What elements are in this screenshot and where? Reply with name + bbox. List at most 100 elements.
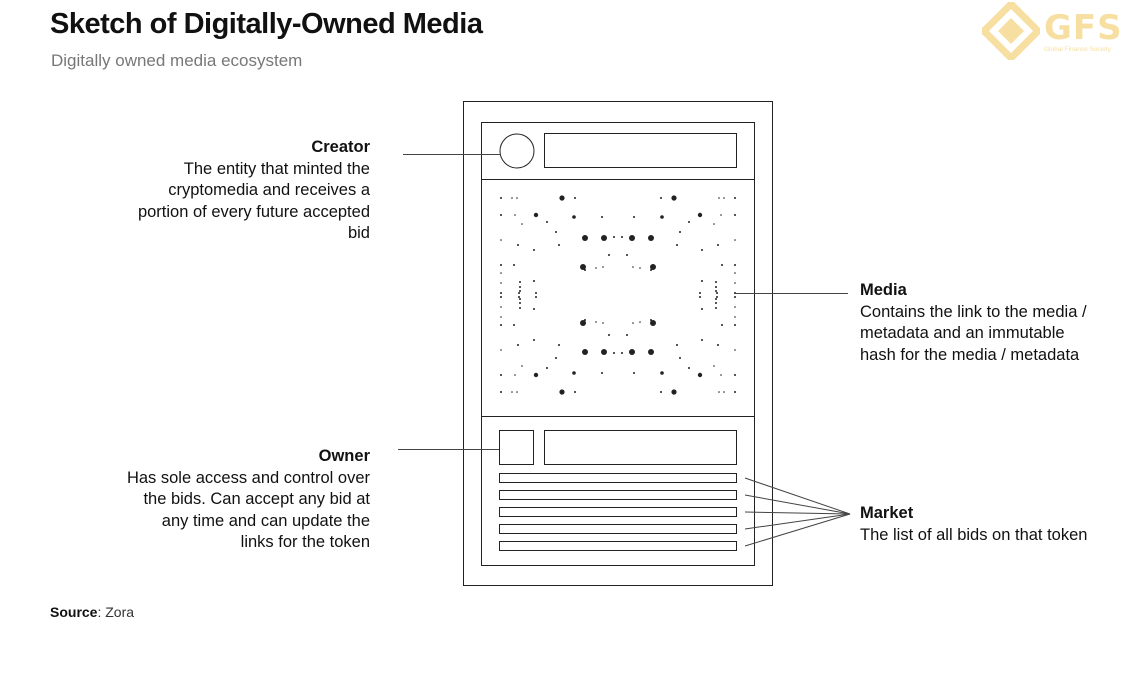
media-pattern-dot (699, 292, 701, 294)
logo-diamond-icon (982, 2, 1040, 60)
creator-label: Creator The entity that minted the crypt… (138, 137, 370, 245)
media-pattern-dot (629, 349, 635, 355)
media-heading: Media (860, 281, 907, 299)
media-pattern-dot (580, 320, 586, 326)
media-pattern-dot (734, 316, 736, 318)
media-pattern-dot (650, 264, 656, 270)
bid-row (499, 490, 737, 500)
media-pattern-dot (574, 197, 576, 199)
media-desc-line: Contains the link to the media / (860, 302, 1087, 321)
media-pattern-dot (734, 306, 736, 308)
media-pattern-dot (734, 296, 736, 298)
media-pattern-dot (500, 292, 502, 294)
media-pattern-dot (626, 334, 628, 336)
owner-desc-line: links for the token (240, 533, 370, 551)
media-pattern-dot (734, 391, 736, 393)
media-pattern-dot (519, 281, 521, 283)
media-pattern-dot (559, 195, 565, 201)
media-pattern-dot (701, 308, 703, 310)
media-pattern-dot (500, 391, 502, 393)
media-pattern-dot (584, 269, 586, 271)
media-pattern-dot (701, 249, 703, 251)
media-pattern-dot (671, 195, 677, 201)
media-pattern-dot (716, 292, 718, 294)
media-pattern-dot (632, 322, 634, 324)
media-pattern-dot (514, 214, 516, 216)
media-pattern-dot (558, 244, 560, 246)
page-subtitle: Digitally owned media ecosystem (51, 51, 303, 70)
media-pattern-dot (500, 272, 502, 274)
media-pattern-dot (546, 367, 548, 369)
media-pattern-dot (535, 292, 537, 294)
media-pattern-dot (513, 264, 515, 266)
owner-label: Owner Has sole access and control over t… (127, 446, 370, 554)
media-pattern-dot (679, 357, 681, 359)
media-pattern-dot (519, 302, 521, 304)
media-pattern-dot (697, 212, 703, 218)
media-pattern-dot (518, 296, 520, 298)
media-desc-line: hash for the media / metadata (860, 345, 1080, 364)
media-pattern-dot (701, 339, 703, 341)
media-pattern-dot (717, 344, 719, 346)
media-pattern-dot (723, 197, 725, 199)
media-pattern-dot (648, 349, 654, 355)
media-pattern-dot (533, 372, 539, 378)
media-pattern-dot (580, 264, 586, 270)
owner-desc-line: the bids. Can accept any bid at (143, 490, 370, 508)
media-pattern-dot (584, 319, 586, 321)
media-pattern-dot (632, 266, 634, 268)
media-pattern-dot (715, 281, 717, 283)
media-pattern-dot (535, 296, 537, 298)
media-pattern-dot (734, 374, 736, 376)
media-pattern-dot (613, 236, 615, 238)
creator-desc-line: portion of every future accepted (137, 202, 370, 221)
media-pattern-dot (701, 280, 703, 282)
media-pattern-dot (715, 302, 717, 304)
media-pattern-dot (500, 197, 502, 199)
media-pattern-dot (595, 321, 597, 323)
media-pattern-dot (650, 320, 656, 326)
media-pattern-dot (500, 316, 502, 318)
media-label: Media Contains the link to the media / m… (860, 280, 1087, 366)
media-pattern-dot (721, 264, 723, 266)
media-pattern-dot (519, 307, 521, 309)
media-pattern-dot (521, 223, 523, 225)
media-pattern-dot (519, 298, 521, 300)
creator-desc-line: bid (347, 224, 370, 242)
creator-name-box (544, 133, 737, 168)
media-pattern-dot (713, 365, 715, 367)
media-pattern-dot (514, 374, 516, 376)
media-pattern-dot (533, 308, 535, 310)
owner-avatar (499, 430, 534, 465)
media-pattern-dot (621, 352, 623, 354)
media-pattern-dot (555, 357, 557, 359)
logo-tagline: Global Finance Society (1044, 46, 1111, 53)
media-pattern-dot (734, 197, 736, 199)
media-pattern-dot (734, 239, 736, 241)
media-desc-line: metadata and an immutable (860, 324, 1065, 342)
media-pattern-dot (521, 365, 523, 367)
media-pattern-dot (629, 235, 635, 241)
media-pattern-dot (601, 235, 607, 241)
media-pattern-dot (572, 371, 576, 375)
media-pattern-dot (633, 216, 635, 218)
bid-row (499, 473, 737, 483)
media-pattern-dot (718, 197, 720, 199)
media-pattern-dot (734, 349, 736, 351)
page-title: Sketch of Digitally-Owned Media (50, 8, 483, 40)
media-pattern-dot (500, 296, 502, 298)
media-pattern-dot (679, 231, 681, 233)
media-pattern-dot (608, 334, 610, 336)
media-pattern-dot (688, 221, 690, 223)
media-pattern-dot (595, 267, 597, 269)
source-value: : Zora (97, 604, 135, 620)
media-pattern-dot (660, 197, 662, 199)
media-pattern-dot (519, 290, 521, 292)
media-pattern-dot (511, 391, 513, 393)
media-pattern-dot (715, 307, 717, 309)
market-heading: Market (860, 504, 914, 522)
media-pattern-dot (533, 212, 539, 218)
media-pattern-dot (500, 306, 502, 308)
owner-desc-line: Has sole access and control over (126, 468, 370, 487)
